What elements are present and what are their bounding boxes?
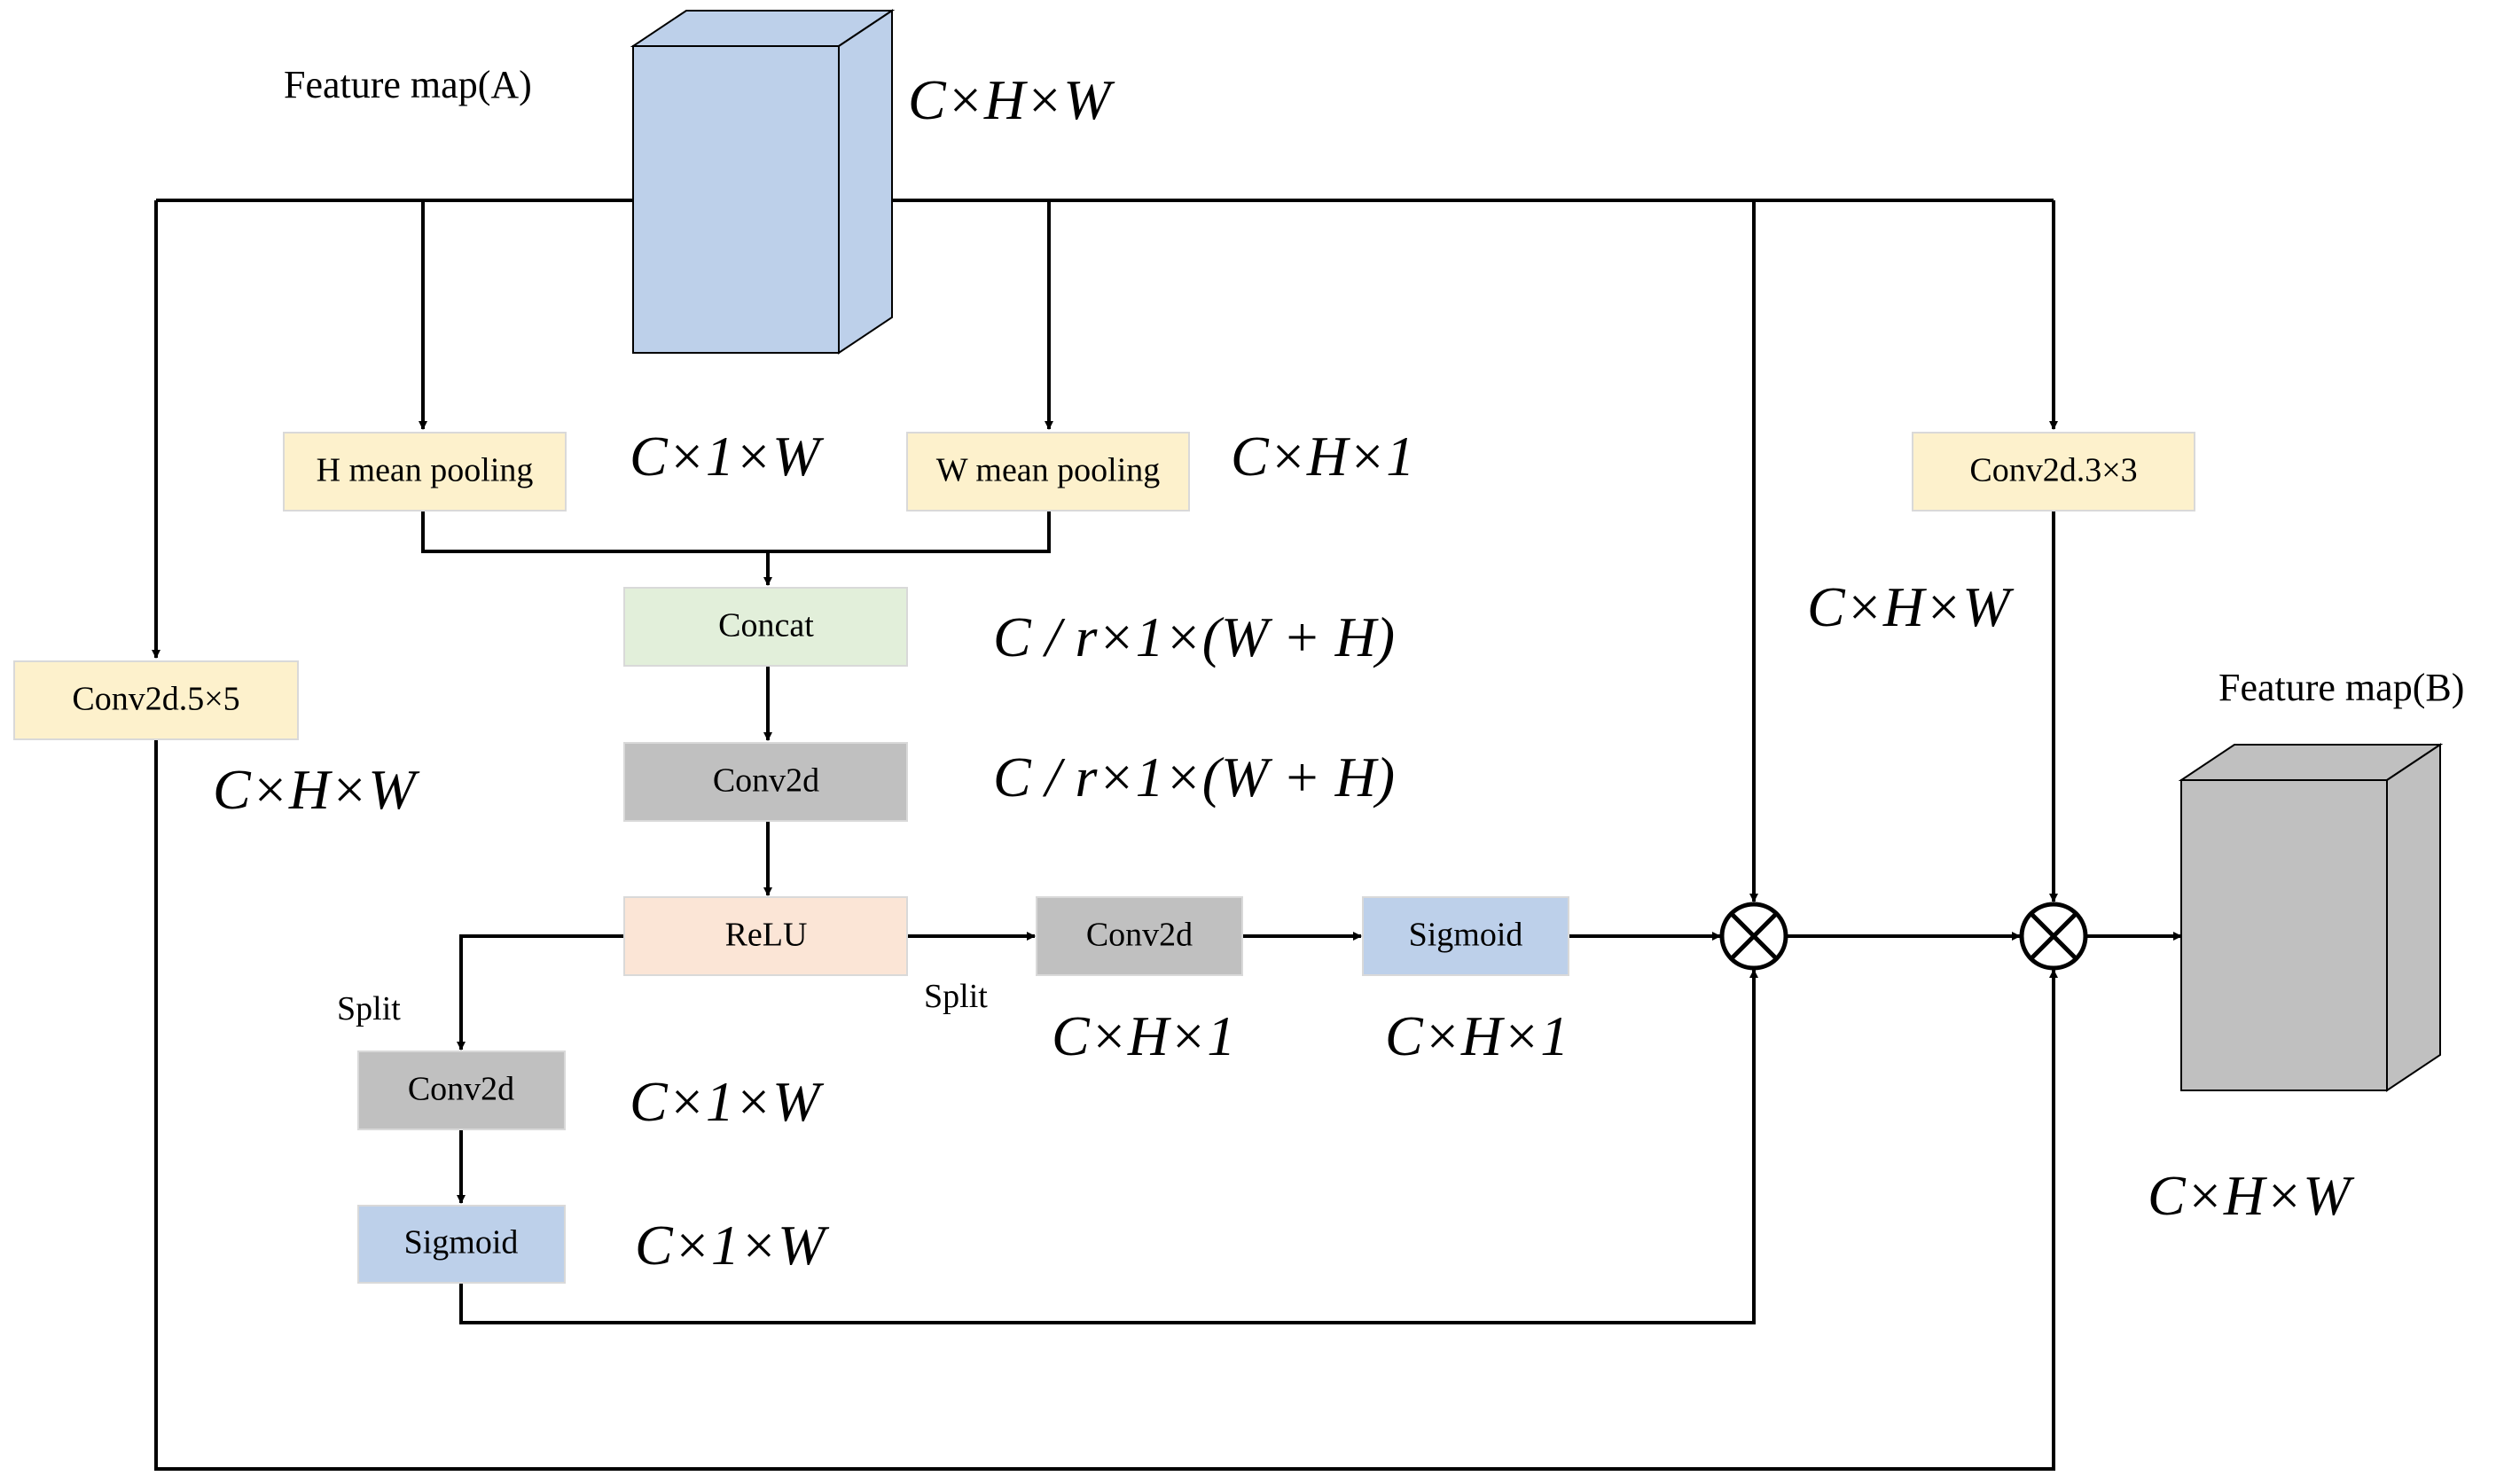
feature-map-a-cube	[630, 9, 896, 355]
conv2d-3x3-label: Conv2d.3×3	[1969, 452, 2137, 489]
h-pool-label: H mean pooling	[317, 452, 534, 489]
sigmoid-h-box: Sigmoid	[1362, 896, 1569, 976]
sigmoid-h-dims: C×H×1	[1385, 1004, 1569, 1067]
conv2d-mid-dims: C / r×1×(W + H)	[993, 746, 1395, 808]
sigmoid-h-label: Sigmoid	[1409, 917, 1523, 954]
w-pool-label: W mean pooling	[936, 452, 1161, 489]
conv2d-w-dims: C×1×W	[630, 1070, 825, 1133]
feature-map-b-dims: C×H×W	[2148, 1164, 2355, 1227]
sigmoid-w-label: Sigmoid	[404, 1224, 519, 1261]
feature-map-b-label: Feature map(B)	[2218, 666, 2464, 709]
w-pool-box: W mean pooling	[906, 432, 1190, 512]
conv2d-w-label: Conv2d	[408, 1071, 514, 1108]
relu-label: ReLU	[725, 917, 808, 954]
conv2d-h-box: Conv2d	[1036, 896, 1243, 976]
conv2d-h-label: Conv2d	[1086, 917, 1193, 954]
concat-label: Concat	[718, 607, 814, 644]
h-pool-dims: C×1×W	[630, 425, 825, 488]
w-pool-dims: C×H×1	[1231, 425, 1414, 488]
sigmoid-w-dims: C×1×W	[635, 1214, 830, 1277]
connection-lines	[152, 199, 2182, 1471]
conv2d-5x5-box: Conv2d.5×5	[13, 660, 299, 740]
conv2d-5x5-dims: C×H×W	[213, 758, 420, 821]
conv2d-w-box: Conv2d	[357, 1051, 566, 1130]
conv2d-3x3-dims: C×H×W	[1807, 575, 2015, 638]
split-left-label: Split	[337, 990, 401, 1027]
feature-map-a-label: Feature map(A)	[284, 63, 532, 106]
split-right-label: Split	[924, 978, 988, 1015]
multiply-node-2	[2019, 902, 2088, 971]
conv2d-5x5-label: Conv2d.5×5	[72, 681, 239, 718]
feature-map-a-front-face	[632, 45, 840, 354]
feature-map-b-side-face	[2386, 743, 2441, 1092]
feature-map-b-cube	[2178, 743, 2444, 1092]
multiply-node-1	[1719, 902, 1788, 971]
h-pool-box: H mean pooling	[283, 432, 567, 512]
feature-map-b-front-face	[2180, 779, 2388, 1091]
concat-box: Concat	[623, 587, 908, 667]
conv2d-h-dims: C×H×1	[1052, 1004, 1235, 1067]
sigmoid-w-box: Sigmoid	[357, 1205, 566, 1284]
conv2d-3x3-box: Conv2d.3×3	[1912, 432, 2195, 512]
feature-map-a-side-face	[838, 9, 893, 355]
conv2d-mid-label: Conv2d	[713, 762, 819, 800]
conv2d-mid-box: Conv2d	[623, 742, 908, 822]
concat-dims: C / r×1×(W + H)	[993, 605, 1395, 668]
feature-map-a-dims: C×H×W	[908, 68, 1115, 131]
relu-box: ReLU	[623, 896, 908, 976]
